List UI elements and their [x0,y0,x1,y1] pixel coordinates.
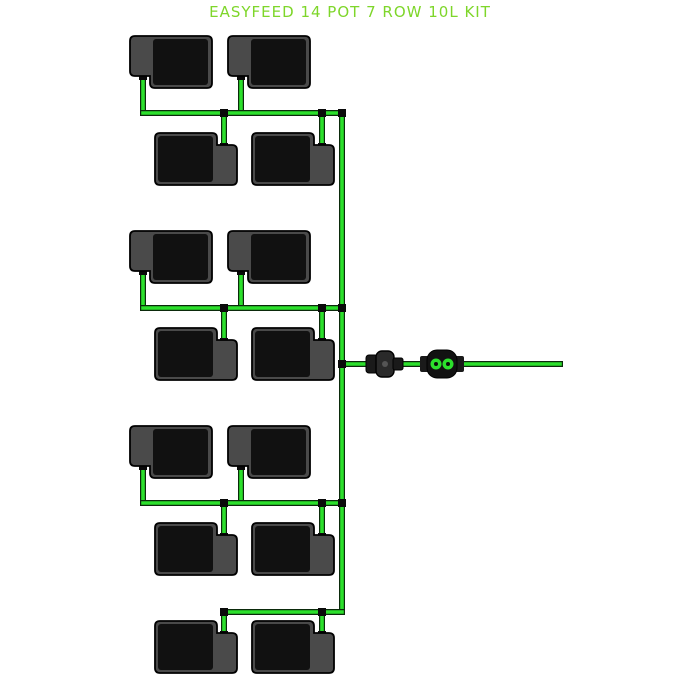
pot-upper-left-2 [129,230,213,284]
pot-square [153,39,208,85]
tube-tee-joint [220,499,228,507]
pot-lower-right-3 [251,522,335,576]
tube-tee-joint [318,608,326,616]
pot-square [153,429,208,475]
pot-lower-left-1 [154,132,238,186]
tube-tee-joint [220,304,228,312]
tubing-layer [139,72,563,639]
pot-upper-right-1 [227,35,311,89]
pot-square [158,136,213,182]
pot-upper-right-3 [227,425,311,479]
pot-lower-right-1 [251,132,335,186]
pot-upper-right-2 [227,230,311,284]
pot-lower-right-4 [251,620,335,674]
pot-lower-right-2 [251,327,335,381]
pot-square [158,624,213,670]
tube-tee-joint [220,109,228,117]
valve-icon [420,349,464,379]
pot-square [153,234,208,280]
pot-square [158,331,213,377]
pot-square [251,429,306,475]
tube-tee-joint [338,304,346,312]
pot-lower-left-4 [154,620,238,674]
pot-lower-left-3 [154,522,238,576]
tube-tee-joint [318,304,326,312]
pot-upper-left-1 [129,35,213,89]
tube-tee-joint [338,109,346,117]
pot-square [251,234,306,280]
pot-square [158,526,213,572]
tube-tee-joint [220,608,228,616]
pot-square [255,624,310,670]
filter-icon [365,350,404,378]
tube-tee-joint [338,499,346,507]
supply-tee-joint [338,360,346,368]
tube-tee-joint [318,499,326,507]
pot-square [255,331,310,377]
pot-square [255,526,310,572]
pots-layer [129,35,335,674]
pot-upper-left-3 [129,425,213,479]
pot-square [255,136,310,182]
tube-tee-joint [318,109,326,117]
pot-lower-left-2 [154,327,238,381]
diagram-title: EASYFEED 14 POT 7 ROW 10L KIT [209,3,491,21]
pot-square [251,39,306,85]
